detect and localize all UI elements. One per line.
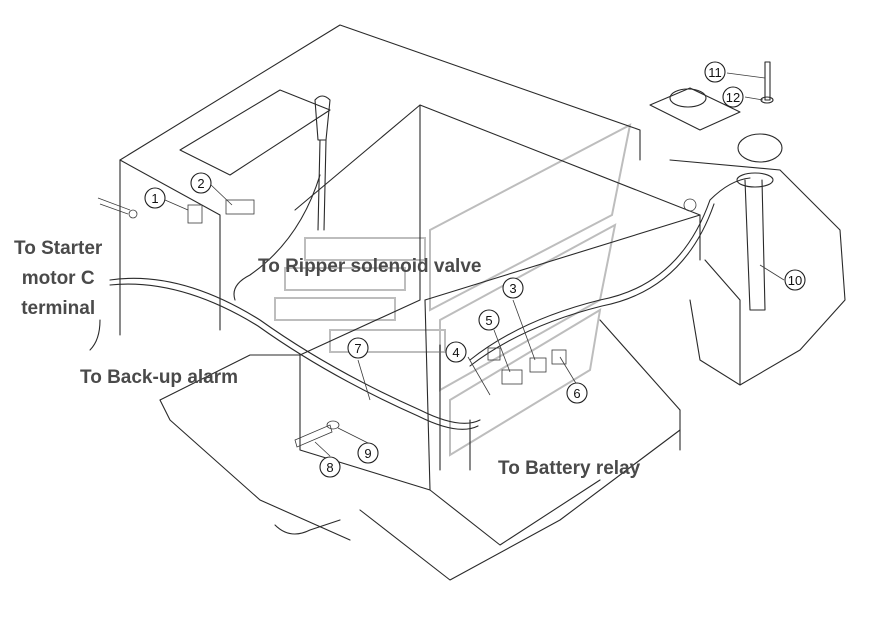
label-ripper-solenoid: To Ripper solenoid valve [258,256,482,277]
callout-number: 2 [197,176,204,191]
callout-3: 3 [502,277,524,299]
callout-number: 4 [452,345,459,360]
callout-6: 6 [566,382,588,404]
callout-10: 10 [784,269,806,291]
callout-4: 4 [445,341,467,363]
label-backup-alarm: To Back-up alarm [80,367,239,388]
callout-number: 3 [509,281,516,296]
callout-11: 11 [704,61,726,83]
callout-7: 7 [347,337,369,359]
callout-number: 6 [573,386,580,401]
callout-number: 5 [485,313,492,328]
callout-number: 7 [354,341,361,356]
wire-harness [89,174,751,471]
callout-5: 5 [478,309,500,331]
callout-9: 9 [357,442,379,464]
small-parts [97,197,697,448]
callout-number: 12 [726,90,740,105]
callout-number: 9 [364,446,371,461]
control-lever [314,95,331,231]
label-battery-relay: To Battery relay [498,458,641,479]
leader-lines [164,72,785,457]
callout-1: 1 [144,187,166,209]
hydraulic-tank [649,61,846,386]
cab-body [119,24,701,581]
callout-number: 8 [326,460,333,475]
callout-12: 12 [722,86,744,108]
callout-number: 11 [708,65,722,80]
label-starter-motor: To Starter motor C terminal [14,238,103,319]
callout-number: 1 [151,191,158,206]
watermark-logo [274,123,632,457]
callout-8: 8 [319,456,341,478]
callout-number: 10 [788,273,802,288]
callout-2: 2 [190,172,212,194]
